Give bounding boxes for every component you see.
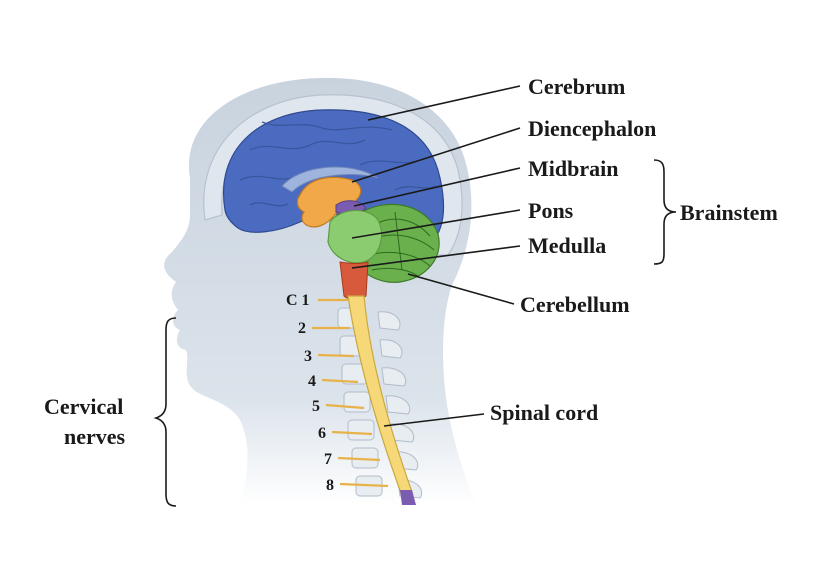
pons-region [327, 209, 383, 264]
nerve-number-5: 5 [312, 398, 320, 415]
cervical-nerves-bracket [153, 317, 177, 507]
corpus-callosum [281, 166, 379, 193]
midbrain-label: Midbrain [528, 156, 618, 181]
diencephalon-label: Diencephalon [528, 116, 656, 141]
spinal-cord-lower-end [400, 490, 416, 505]
diencephalon-region [296, 176, 362, 228]
brainstem-label: Brainstem [680, 200, 778, 225]
nerve-number-7: 7 [324, 451, 332, 468]
cerebrum-label: Cerebrum [528, 74, 625, 99]
nerve-number-8: 8 [326, 477, 334, 494]
leader-lines [351, 85, 521, 427]
spinal-cord-label: Spinal cord [490, 400, 598, 425]
brainstem-bracket [653, 159, 677, 265]
nerve-number-2: 2 [298, 320, 306, 337]
nerve-number-c1: C 1 [286, 292, 310, 309]
nerve-number-3: 3 [304, 348, 312, 365]
medulla-label: Medulla [528, 233, 606, 258]
cervical-nerve-lines [312, 298, 389, 488]
cervical-label-line1: Cervical [44, 394, 123, 419]
nerve-number-4: 4 [308, 373, 316, 390]
nerve-number-6: 6 [318, 425, 326, 442]
cervical-label-line2: nerves [64, 424, 126, 449]
medulla-region [339, 261, 369, 300]
cerebellum-label: Cerebellum [520, 292, 630, 317]
pons-label: Pons [528, 198, 574, 223]
